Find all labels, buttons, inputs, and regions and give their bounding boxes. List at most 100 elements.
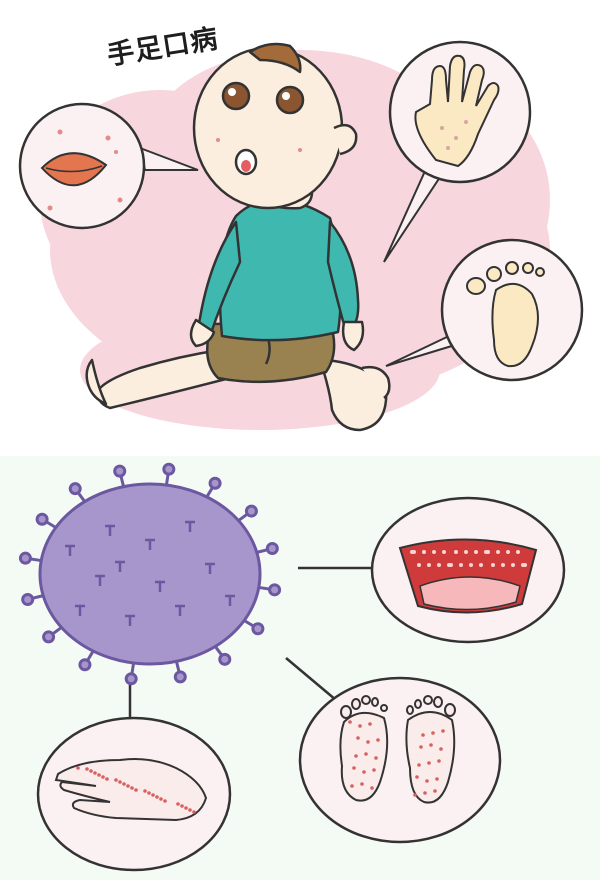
foot-rash-dot	[350, 784, 354, 788]
hand-rash-dot	[159, 797, 163, 801]
hand-rash-dot	[122, 782, 126, 786]
feet-rash-icon	[339, 695, 456, 804]
feet-symptom-circle	[298, 676, 502, 844]
child-figure	[85, 42, 391, 432]
foot-rash-dot	[376, 738, 380, 742]
child-illustration-panel: 手足口病	[18, 23, 584, 432]
hand-symptom-circle	[36, 716, 232, 872]
hand-rash-dot	[114, 778, 118, 782]
hand-rash-dot	[76, 766, 80, 770]
ulcer-dot	[486, 550, 490, 554]
hand-rash-dot	[184, 806, 188, 810]
foot-rash-dot	[433, 789, 437, 793]
mouth-symptom-circle	[370, 496, 566, 644]
foot-rash-dot	[372, 768, 376, 772]
virus-symptoms-drawing	[18, 462, 566, 872]
hand-rash-dot	[147, 791, 151, 795]
foot-rash-dot	[413, 793, 417, 797]
ulcer-dot	[417, 563, 421, 567]
foot-rash-dot	[358, 724, 362, 728]
ulcer-dot	[412, 550, 416, 554]
foot-rash-dot	[368, 722, 372, 726]
foot-rash-dot	[415, 775, 419, 779]
virus-spike-tip	[162, 462, 176, 476]
foot-rash-dot	[419, 745, 423, 749]
foot-rash-dot	[427, 761, 431, 765]
foot-rash-dot	[429, 743, 433, 747]
hand-rash-dot	[180, 804, 184, 808]
virus-spike-tip	[124, 672, 138, 686]
ulcer-dot	[449, 563, 453, 567]
foot-rash-dot	[437, 759, 441, 763]
foot-rash-dot	[441, 729, 445, 733]
hand-icon	[414, 54, 500, 168]
hand-rash-dot	[89, 769, 93, 773]
ulcer-dot	[506, 550, 510, 554]
foot-rash-dot	[370, 786, 374, 790]
ulcer-dot	[491, 563, 495, 567]
ulcer-dot	[516, 550, 520, 554]
ulcer-dot	[469, 563, 473, 567]
virus-spike-tip	[251, 622, 265, 636]
foot-rash-dot	[423, 791, 427, 795]
hand-rash-dot	[97, 773, 101, 777]
ulcer-dot	[432, 550, 436, 554]
ulcer-dot	[523, 563, 527, 567]
ulcer-dot	[422, 550, 426, 554]
child-drawing	[18, 40, 584, 432]
hand-rash-dot	[155, 795, 159, 799]
hand-rash-dot	[93, 771, 97, 775]
foot-bubble	[385, 238, 584, 382]
virus-spike-tip	[268, 583, 282, 597]
virus-spike-tip	[265, 542, 279, 556]
virus-spike-tip	[218, 652, 232, 666]
foot-rash-dot	[374, 756, 378, 760]
virus-spike-tip	[68, 482, 82, 496]
mouth-ulcer-icon	[398, 538, 538, 614]
virus-spike-tip	[173, 670, 187, 684]
ulcer-dot	[511, 563, 515, 567]
foot-rash-dot	[364, 752, 368, 756]
foot-rash-dot	[360, 782, 364, 786]
foot-rash-dot	[421, 733, 425, 737]
ulcer-dot	[427, 563, 431, 567]
foot-rash-dot	[352, 766, 356, 770]
ulcer-dot	[479, 563, 483, 567]
hand-rash-dot	[143, 789, 147, 793]
foot-rash-dot	[425, 779, 429, 783]
virus-spike-tip	[35, 512, 49, 526]
virus-spike-tip	[208, 476, 222, 490]
hand-rash-dot	[85, 767, 89, 771]
hand-rash-dot	[130, 786, 134, 790]
foot-rash-dot	[435, 777, 439, 781]
ulcer-dot	[442, 550, 446, 554]
virus-icon	[18, 462, 282, 686]
virus-spike-tip	[244, 504, 258, 518]
foot-rash-dot	[362, 770, 366, 774]
ulcer-dot	[437, 563, 441, 567]
virus-symptoms-panel	[0, 456, 600, 880]
foot-rash-dot	[356, 736, 360, 740]
virus-spike-tip	[18, 551, 32, 565]
hand-rash-dot	[176, 802, 180, 806]
hand-bubble	[383, 40, 532, 263]
mouth-bubble	[18, 102, 199, 230]
hand-rash-dot	[105, 777, 109, 781]
foot-icon	[466, 261, 545, 368]
ulcer-dot	[464, 550, 468, 554]
foot-rash-dot	[348, 720, 352, 724]
hand-rash-dot	[126, 784, 130, 788]
hand-rash-dot	[188, 808, 192, 812]
ulcer-dot	[501, 563, 505, 567]
hand-rash-dot	[134, 788, 138, 792]
hand-rash-dot	[101, 775, 105, 779]
virus-spike-tip	[42, 630, 56, 644]
ulcer-dot	[496, 550, 500, 554]
foot-rash-dot	[354, 754, 358, 758]
hand-rash-icon	[54, 758, 208, 822]
virus-spike-tip	[113, 464, 127, 478]
foot-rash-dot	[439, 747, 443, 751]
mouth-icon	[40, 129, 123, 211]
virus-spike-tip	[21, 592, 35, 606]
